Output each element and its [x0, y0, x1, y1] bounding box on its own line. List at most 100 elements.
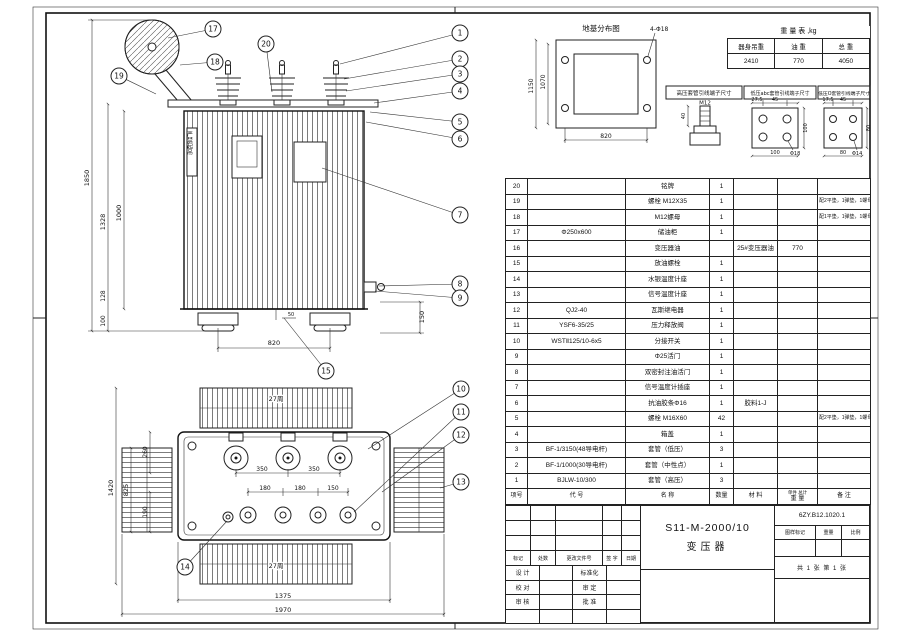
- dim-base-height: 100: [100, 315, 107, 327]
- hv-thread-label: M12: [699, 101, 711, 107]
- dim-lv-pitch-3: 150: [327, 485, 339, 492]
- blank-cell: [816, 540, 842, 557]
- weight-header-oil: 油 重: [774, 38, 823, 54]
- blank-cell: [506, 536, 531, 551]
- dim-foundation-width: 820: [600, 133, 612, 140]
- front-view: 严禁起吊: [124, 19, 385, 332]
- dim-hv-stud-length: 40: [681, 113, 687, 119]
- balloon-20: 20: [257, 35, 275, 93]
- blank-cell: [540, 609, 573, 624]
- front-balloons: 17 20 18 19 1 2 3 4 5 6 7 8 9 15: [110, 20, 469, 380]
- blank-cell: [607, 609, 641, 624]
- anchor-bolt: [643, 104, 651, 112]
- blank-cell: [622, 521, 641, 536]
- weight-value-body: 2410: [726, 53, 776, 69]
- balloon-1: 1: [339, 24, 469, 65]
- blank-cell: [556, 506, 603, 521]
- weight-table: 重 量 表 ,kg 器身吊重 油 重 总 重 2410 770 4050: [726, 26, 871, 69]
- dim-fin-width: 825: [122, 484, 130, 496]
- anchor-bolt: [643, 56, 651, 64]
- blank-cell: [842, 540, 870, 557]
- bom-header-no: 项号: [505, 488, 528, 505]
- stamp-header-mark: 图样标记: [775, 526, 816, 540]
- role-examine: 审 定: [573, 580, 607, 595]
- blank-cell: [531, 521, 556, 536]
- balloon-7: 7: [321, 167, 469, 224]
- svg-text:6: 6: [458, 135, 463, 144]
- balloon-18: 18: [179, 53, 224, 71]
- balloon-17: 17: [167, 20, 222, 39]
- blank-cell: [540, 580, 573, 595]
- title-block-name-area: S11-M-2000/10 变压器: [641, 506, 775, 623]
- blank-cell: [775, 579, 870, 623]
- weight-header-body: 器身吊重: [726, 38, 776, 54]
- svg-text:12: 12: [456, 431, 466, 440]
- bom-header-name: 名 称: [625, 488, 710, 505]
- dim-hv-pitch-2: 350: [308, 466, 320, 473]
- bom-header-qty: 数量: [709, 488, 734, 505]
- dim-drain-height: 150: [418, 311, 426, 323]
- plan-balloons: 10 11 12 13 14: [176, 380, 470, 576]
- svg-text:2: 2: [458, 55, 463, 64]
- weight-value-total: 4050: [821, 53, 871, 69]
- abc-hole-label: Φ18: [790, 151, 800, 157]
- product-name: 变压器: [686, 542, 729, 553]
- role-check: 校 对: [506, 580, 540, 595]
- lv-abc-terminal-title: 低压abc套管引线端子尺寸: [751, 90, 810, 97]
- svg-text:13: 13: [456, 478, 466, 487]
- svg-text:3: 3: [458, 70, 463, 79]
- blank-cell: [531, 536, 556, 551]
- warning-text: 严禁起吊: [186, 131, 193, 156]
- blank-cell: [540, 566, 573, 581]
- blank-cell: [506, 506, 531, 521]
- dim-foundation-inner: 1070: [540, 74, 547, 89]
- dim-tank-height: 1000: [115, 205, 123, 222]
- bom-header-note: 备 注: [817, 488, 871, 505]
- blank-cell: [607, 566, 641, 581]
- svg-text:7: 7: [458, 211, 463, 220]
- skid-left: [197, 312, 239, 326]
- inspection-plate: [293, 141, 327, 183]
- rev-header-date: 日期: [622, 551, 641, 566]
- balloon-3: 3: [345, 65, 469, 92]
- terminal-details: 高压套管引线端子尺寸 M12 40 低压abc套管引线端子尺寸 27.5 45 …: [665, 85, 872, 158]
- foundation-title: 地基分布图: [582, 23, 620, 33]
- rev-header-mark: 标记: [506, 551, 531, 566]
- bom-header-weight: 单件 总计重 量: [777, 488, 818, 505]
- balloon-5: 5: [369, 111, 469, 131]
- rev-header-doc: 更改文件号: [556, 551, 603, 566]
- dim-outer-length: 1970: [275, 606, 292, 614]
- plan-drain-valve: [222, 511, 234, 523]
- weight-table-title: 重 量 表 ,kg: [780, 28, 817, 35]
- weight-table-values: 2410 770 4050: [726, 53, 871, 69]
- dim-o-width: 80: [840, 150, 846, 156]
- svg-text:9: 9: [458, 294, 463, 303]
- rev-header-sign: 签 字: [603, 551, 622, 566]
- dim-o-edge: 17.5: [822, 97, 833, 103]
- blank-cell: [603, 536, 622, 551]
- blank-cell: [607, 580, 641, 595]
- dim-offset: 50: [288, 312, 294, 318]
- blank-cell: [607, 595, 641, 610]
- drawing-number: 6ZY.B12.1020.1: [775, 506, 870, 526]
- dim-abc-edge: 27.5: [751, 97, 762, 103]
- tank-outline: [177, 431, 391, 541]
- balloon-15: 15: [283, 317, 335, 380]
- blank-cell: [556, 536, 603, 551]
- title-block-number-area: 6ZY.B12.1020.1 图样标记 重量 比例 共 1 张 第 1 张: [775, 506, 870, 623]
- hv-terminal-title: 高压套管引线端子尺寸: [676, 89, 732, 97]
- tank-cover: [167, 99, 379, 108]
